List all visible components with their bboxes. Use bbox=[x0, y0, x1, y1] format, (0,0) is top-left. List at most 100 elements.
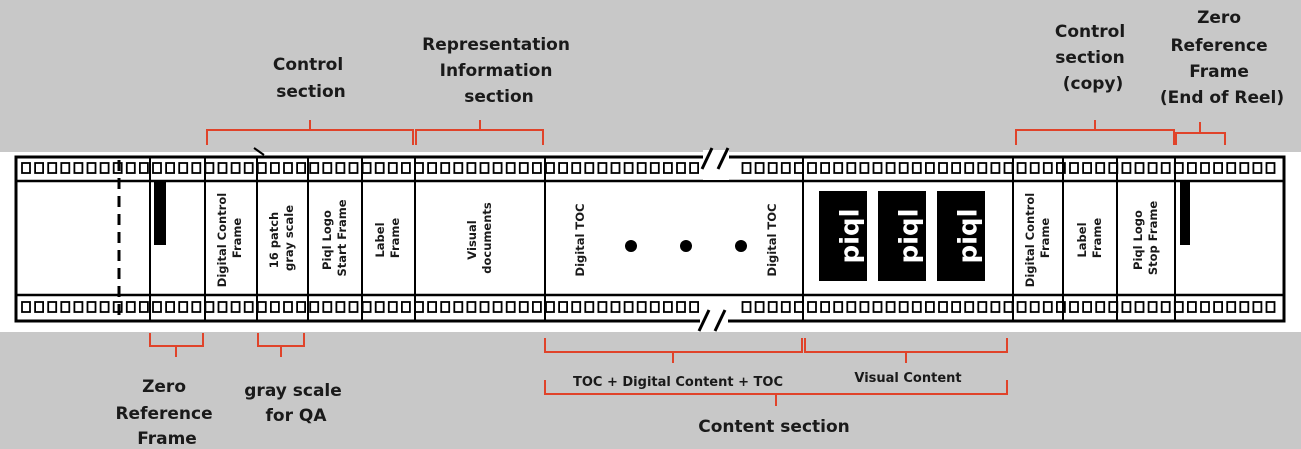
perforation bbox=[990, 162, 1001, 174]
perforation bbox=[807, 162, 817, 174]
perforation bbox=[911, 162, 922, 174]
perforation bbox=[925, 301, 935, 313]
perforation bbox=[1160, 301, 1171, 313]
perforation bbox=[256, 301, 267, 313]
perforation bbox=[872, 301, 883, 313]
perforation bbox=[1082, 162, 1092, 174]
perforation bbox=[60, 301, 71, 313]
perforation bbox=[374, 301, 385, 313]
perforation bbox=[767, 301, 778, 313]
perforation bbox=[833, 301, 844, 313]
perforation bbox=[794, 301, 804, 313]
perforation bbox=[73, 301, 84, 313]
perforation bbox=[283, 301, 293, 313]
gray-scale-bracket bbox=[257, 333, 305, 357]
perforation bbox=[597, 301, 608, 313]
perforation bbox=[1200, 301, 1210, 313]
perforation bbox=[545, 301, 555, 313]
perforation bbox=[73, 162, 84, 174]
digital-control-copy-label: Digital Control Frame bbox=[1023, 189, 1052, 287]
ellipsis-dot bbox=[680, 240, 692, 252]
perforation bbox=[532, 162, 542, 174]
perforation bbox=[859, 162, 870, 174]
visual-documents-label: Visual documents bbox=[465, 202, 494, 274]
perforation bbox=[479, 301, 490, 313]
perforation bbox=[505, 162, 516, 174]
perforation bbox=[767, 162, 778, 174]
perforation bbox=[663, 162, 673, 174]
perforation bbox=[1082, 301, 1092, 313]
perforation bbox=[964, 301, 975, 313]
perforation bbox=[689, 301, 699, 313]
perforation bbox=[951, 162, 961, 174]
perforation bbox=[47, 162, 58, 174]
perforation bbox=[780, 301, 791, 313]
perforation bbox=[269, 162, 280, 174]
perforation bbox=[1056, 162, 1066, 174]
perforation bbox=[361, 162, 372, 174]
top-tick bbox=[253, 147, 265, 156]
perforation bbox=[178, 301, 189, 313]
perforation bbox=[1265, 162, 1276, 174]
perforation bbox=[610, 301, 621, 313]
perforation bbox=[676, 301, 686, 313]
perforations bbox=[21, 162, 1276, 313]
perforation bbox=[440, 301, 451, 313]
perforation bbox=[1187, 301, 1197, 313]
gray-scale-qa-label: gray scale for QA bbox=[244, 381, 347, 426]
perforation bbox=[689, 162, 699, 174]
perforation bbox=[217, 301, 228, 313]
perforation bbox=[1056, 301, 1066, 313]
label-copy-frame-label: Label Frame bbox=[1075, 218, 1104, 259]
perforation bbox=[1265, 301, 1276, 313]
perforation bbox=[1042, 162, 1053, 174]
perforation bbox=[741, 301, 752, 313]
perforation bbox=[676, 162, 686, 174]
piql-logo-text: piql bbox=[895, 208, 925, 263]
perforation bbox=[361, 301, 372, 313]
frame-labels: Digital Control Frame 16 patch gray scal… bbox=[215, 189, 1160, 287]
perforation bbox=[47, 301, 58, 313]
perforation bbox=[125, 301, 136, 313]
perforation bbox=[309, 301, 320, 313]
zero-ref-end-mark bbox=[1180, 181, 1190, 245]
content-section-bracket bbox=[544, 380, 1008, 406]
perforation bbox=[387, 162, 398, 174]
perforation bbox=[571, 162, 582, 174]
perforation bbox=[283, 162, 293, 174]
perforation bbox=[21, 301, 31, 313]
representation-section-label: Representation Information section bbox=[422, 35, 576, 107]
control-section-label: Control section bbox=[273, 55, 349, 102]
perforation bbox=[741, 162, 752, 174]
perforation bbox=[256, 162, 267, 174]
perforation bbox=[34, 301, 44, 313]
perforation bbox=[204, 301, 215, 313]
label-frame-label: Label Frame bbox=[373, 218, 402, 259]
toc-content-bracket bbox=[544, 338, 803, 363]
perforation bbox=[1121, 301, 1132, 313]
perforation bbox=[309, 162, 320, 174]
perforation bbox=[885, 301, 896, 313]
perforation bbox=[138, 162, 149, 174]
perforation bbox=[178, 162, 189, 174]
visual-content-label: Visual Content bbox=[854, 371, 961, 386]
digital-toc-label: Digital TOC bbox=[765, 204, 779, 277]
perforation bbox=[1226, 301, 1237, 313]
piql-logo-text: piql bbox=[836, 208, 866, 263]
piql-logo-text: piql bbox=[954, 208, 984, 263]
perforation bbox=[466, 301, 477, 313]
perforation bbox=[649, 162, 660, 174]
perforation bbox=[34, 162, 44, 174]
perforation bbox=[1239, 301, 1250, 313]
perforation bbox=[807, 301, 817, 313]
perforation bbox=[1239, 162, 1250, 174]
perforation bbox=[165, 301, 176, 313]
perforation bbox=[440, 162, 451, 174]
perforation bbox=[558, 301, 568, 313]
perforation bbox=[335, 301, 346, 313]
perforation bbox=[414, 162, 424, 174]
perforation bbox=[505, 301, 516, 313]
perforation bbox=[636, 162, 647, 174]
perforation bbox=[859, 301, 870, 313]
perforation bbox=[322, 301, 333, 313]
